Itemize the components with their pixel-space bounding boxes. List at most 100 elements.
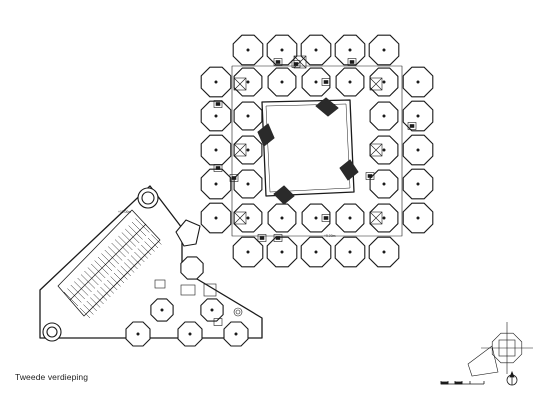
room-box	[369, 211, 383, 225]
seat-hatch	[135, 218, 150, 233]
column-dot	[246, 80, 250, 84]
column-dot	[214, 80, 218, 84]
column-dot	[214, 114, 218, 118]
seat-hatch	[80, 274, 96, 289]
seat-hatch	[86, 300, 97, 312]
room-cross	[369, 77, 383, 91]
sanitary-fixture	[215, 166, 221, 170]
key-plan-icon	[467, 322, 533, 377]
sanitary-unit	[273, 234, 283, 242]
column-dot	[314, 80, 318, 84]
seat-hatch	[110, 276, 121, 287]
level-mark-left: +11.00m	[118, 210, 131, 214]
scale-bar-icon	[440, 381, 485, 385]
stair-block	[257, 123, 275, 147]
level-mark-right: +9.00m	[324, 234, 336, 238]
seat-hatch	[103, 283, 114, 294]
seat-hatch	[91, 263, 106, 279]
seat-hatch	[120, 265, 131, 277]
column-dot	[348, 250, 352, 254]
seat-hatch	[151, 234, 162, 245]
column-dot	[348, 216, 352, 220]
column-dot	[210, 308, 214, 312]
seat-hatch	[101, 253, 116, 268]
seat-hatch	[96, 290, 108, 301]
column-dot	[382, 182, 386, 186]
wing-room	[154, 279, 166, 289]
seat-hatch	[104, 249, 119, 265]
scale-block	[454, 381, 463, 385]
sanitary-fixture	[323, 80, 329, 84]
stair-block	[273, 185, 295, 205]
wing-stair-inner	[235, 309, 241, 315]
seat-hatch	[111, 242, 126, 258]
wing-room	[203, 283, 217, 297]
seat-hatch	[108, 246, 123, 261]
sanitary-unit	[291, 60, 301, 68]
sanitary-fixture	[409, 124, 415, 128]
column-dot	[382, 148, 386, 152]
sanitary-unit	[229, 174, 239, 182]
seating-divider	[69, 223, 147, 301]
sanitary-unit	[213, 164, 223, 172]
sanitary-fixture	[231, 176, 237, 180]
room-details	[136, 48, 420, 336]
column-dot	[246, 48, 250, 52]
seat-hatch	[79, 307, 91, 319]
seat-hatch	[134, 251, 145, 263]
wing-room	[213, 318, 223, 326]
seat-hatch	[128, 225, 143, 240]
sanitary-fixture	[259, 236, 265, 240]
room-box	[233, 77, 247, 91]
sanitary-fixture	[367, 174, 373, 178]
column-dot	[382, 114, 386, 118]
seat-hatch	[131, 221, 147, 237]
seat-hatch	[93, 293, 104, 305]
wing-stair	[233, 307, 243, 317]
column-dot	[382, 250, 386, 254]
column-dot	[246, 182, 250, 186]
north-arrow-icon	[506, 370, 518, 386]
floor-band-outline	[231, 65, 403, 237]
key-plan-wing	[467, 345, 499, 377]
column-dot	[382, 80, 386, 84]
column-dot	[416, 182, 420, 186]
sanitary-fixture	[323, 216, 329, 220]
column-dot	[314, 250, 318, 254]
seat-hatch	[125, 228, 140, 244]
seat-hatch	[124, 262, 135, 273]
seat-hatch	[147, 237, 159, 249]
sanitary-unit	[213, 100, 223, 108]
column-dot	[348, 48, 352, 52]
room-box	[293, 55, 307, 69]
sanitary-fixture	[275, 236, 281, 240]
stair-block	[315, 97, 339, 117]
column-dot	[348, 80, 352, 84]
column-dot	[314, 216, 318, 220]
column-dot	[214, 216, 218, 220]
column-dot	[246, 148, 250, 152]
wing-pavilion	[180, 256, 204, 280]
column-dot	[382, 216, 386, 220]
column-dot	[214, 182, 218, 186]
seat-hatch	[90, 297, 101, 308]
seat-hatch	[107, 279, 118, 291]
column-dot	[214, 148, 218, 152]
corner-tower	[137, 187, 159, 209]
sanitary-unit	[321, 214, 331, 222]
seat-hatch	[87, 267, 102, 282]
seat-hatch	[127, 258, 138, 270]
wing-room	[180, 284, 196, 296]
column-dot	[280, 80, 284, 84]
sanitary-fixture	[293, 62, 299, 66]
seat-hatch	[113, 272, 125, 284]
room-cross	[233, 143, 247, 157]
seat-hatch	[117, 269, 128, 280]
sanitary-unit	[347, 58, 357, 66]
column-dot	[382, 48, 386, 52]
column-dot	[416, 148, 420, 152]
seat-hatch	[114, 239, 130, 254]
column-dot	[246, 216, 250, 220]
column-dot	[416, 114, 420, 118]
room-box	[233, 211, 247, 225]
